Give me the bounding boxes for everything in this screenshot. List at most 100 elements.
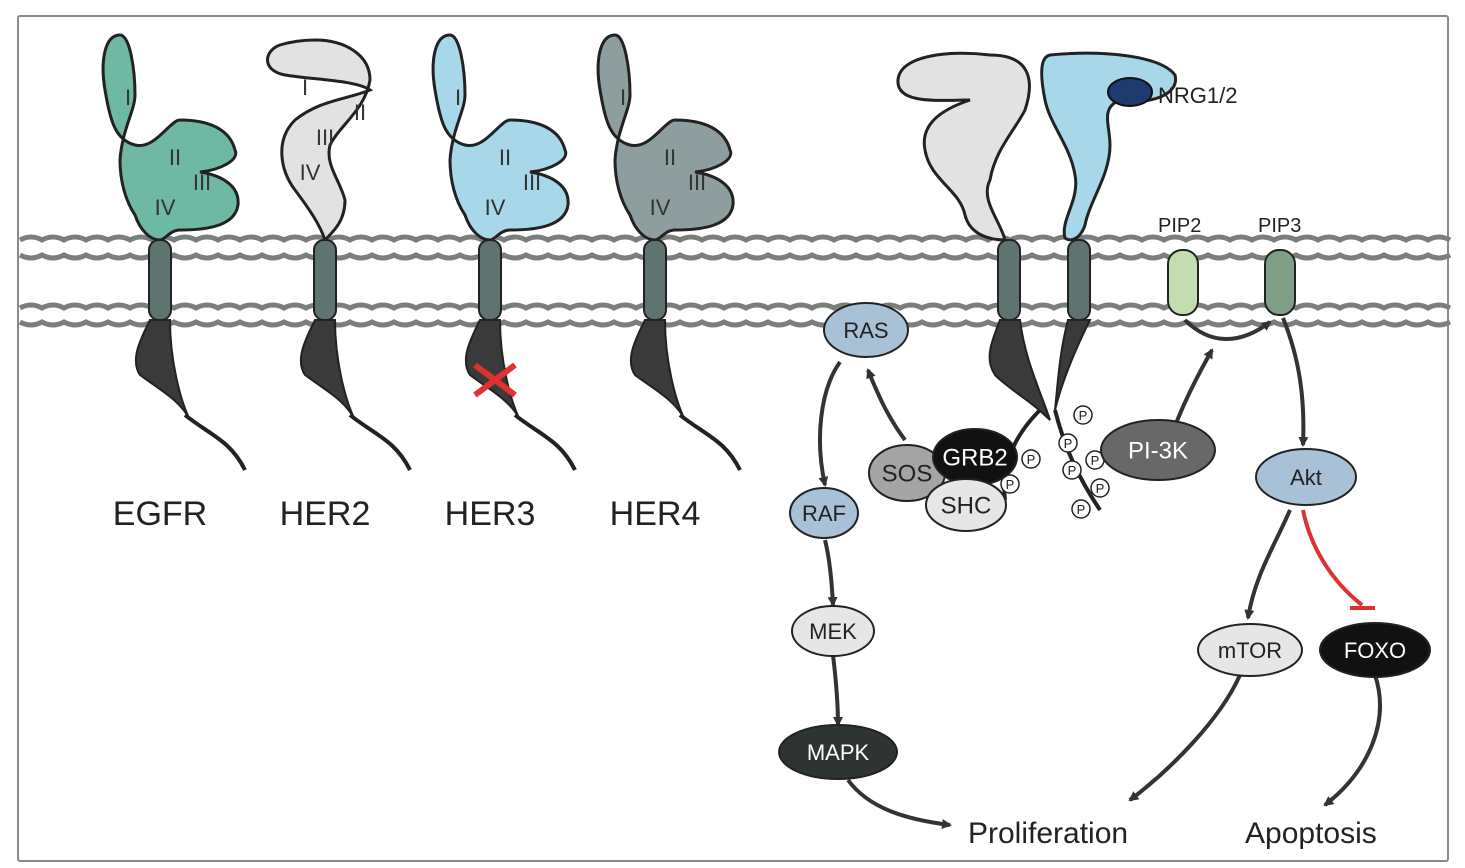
phosphate-marker: P: [1073, 405, 1093, 425]
domain-label: III: [193, 170, 211, 195]
node-shc-label: SHC: [941, 493, 992, 520]
cell-membrane: [18, 234, 1452, 328]
node-mtor-label: mTOR: [1218, 638, 1282, 663]
node-mek: MEK: [791, 605, 875, 657]
domain-label: III: [316, 125, 334, 150]
receptor-monomers: IIIIIIIVEGFRIIIIIIIVHER2IIIIIIIVHER3IIII…: [101, 33, 742, 533]
phosphate-marker: P: [1062, 460, 1082, 480]
arrow-sos-ras: [866, 368, 907, 442]
domain-label: I: [125, 85, 131, 110]
node-mapk-shape: [778, 724, 898, 780]
receptor-label: HER4: [610, 495, 701, 533]
transmembrane-segment: [478, 239, 502, 321]
node-grb2-label: GRB2: [942, 445, 1007, 472]
outcome-proliferation: Proliferation: [968, 817, 1128, 850]
arrow-raf-mek: [823, 539, 838, 607]
arrow-mapk-proliferation: [846, 778, 952, 829]
receptor-dimer: NRG1/2: [896, 51, 1237, 512]
phosphate-circle: [1058, 433, 1078, 453]
dimer-tm-right: [1067, 239, 1091, 321]
node-mapk: MAPK: [778, 724, 898, 780]
node-pi3k-shape: [1100, 419, 1216, 481]
domain-label: II: [169, 145, 181, 170]
c-terminal-tail: [348, 413, 412, 471]
domain-label: II: [354, 100, 366, 125]
dimer-her2-extracellular: [896, 51, 1031, 242]
domain-label: I: [620, 85, 626, 110]
arrow-pip3-akt: [1281, 317, 1309, 447]
phosphate-label: P: [1079, 408, 1088, 423]
kinase-domain: [134, 319, 191, 421]
node-mapk-label: MAPK: [807, 740, 870, 765]
phosphate-marker: P: [1085, 450, 1105, 470]
dimer-kinase-right: [1054, 319, 1092, 411]
domain-label: I: [302, 75, 308, 100]
akt-foxo-inhibition: [1301, 509, 1375, 610]
arrow-mtor-proliferation: [1128, 674, 1242, 802]
c-terminal-tail: [183, 413, 247, 471]
pip3-lipid: PIP3: [1258, 215, 1301, 316]
phosphate-label: P: [1091, 453, 1100, 468]
node-sos: SOS: [868, 444, 946, 502]
pip3-shape: [1264, 249, 1296, 316]
pathway-arrows: [818, 317, 1382, 829]
domain-label: IV: [485, 195, 506, 220]
pip3-label: PIP3: [1258, 215, 1301, 237]
phosphate-label: P: [1077, 502, 1086, 517]
arrow-akt-mtor: [1244, 509, 1292, 620]
phosphate-marker: P: [1058, 433, 1078, 453]
transmembrane-segment: [313, 239, 337, 321]
arrow-foxo-apoptosis: [1323, 674, 1382, 807]
dimer-her3-extracellular: [1040, 51, 1177, 242]
domain-label: II: [499, 145, 511, 170]
phosphate-label: P: [1027, 452, 1036, 467]
c-terminal-tail: [513, 413, 577, 471]
transmembrane-segment: [643, 239, 667, 321]
receptor-extracellular-domain: [101, 33, 240, 242]
kinase-domain: [299, 319, 356, 421]
arrow-ras-raf: [818, 360, 842, 487]
node-akt: Akt: [1255, 448, 1357, 506]
membrane-inner-bottom: [18, 319, 1452, 328]
receptor-label: HER3: [445, 495, 536, 533]
node-raf: RAF: [789, 487, 859, 539]
pip2-lipid: PIP2: [1158, 215, 1201, 316]
phosphate-label: P: [1096, 481, 1105, 496]
pip2-label: PIP2: [1158, 215, 1201, 237]
domain-label: IV: [155, 195, 176, 220]
node-mtor: mTOR: [1197, 623, 1303, 677]
membrane-outer-bottom: [18, 252, 1452, 261]
dimer-tm-left: [997, 239, 1021, 321]
figure-frame: [17, 15, 1449, 862]
membrane-inner-top: [18, 302, 1452, 311]
phosphate-circle: [1062, 460, 1082, 480]
domain-label: II: [664, 145, 676, 170]
receptor-label: HER2: [280, 495, 371, 533]
node-akt-label: Akt: [1290, 465, 1322, 490]
phosphate-circle: [1071, 499, 1091, 519]
node-pi3k: PI-3K: [1100, 419, 1216, 481]
phosphate-circle: [1073, 405, 1093, 425]
membrane-outer-top: [18, 234, 1452, 243]
node-foxo-shape: [1319, 622, 1431, 678]
node-sos-label: SOS: [882, 461, 933, 488]
kinase-domain: [464, 319, 521, 421]
node-mek-label: MEK: [809, 619, 857, 644]
node-foxo-label: FOXO: [1344, 638, 1406, 663]
node-shc: SHC: [925, 478, 1007, 532]
phosphate-label: P: [1064, 436, 1073, 451]
receptor-extracellular-domain: [596, 33, 735, 242]
node-ras: RAS: [823, 302, 909, 358]
phosphate-circle: [1000, 474, 1020, 494]
receptor-extracellular-domain: [431, 33, 570, 242]
node-pi3k-label: PI-3K: [1128, 438, 1188, 465]
dimer-kinase-left: [988, 319, 1051, 421]
domain-label: III: [523, 170, 541, 195]
arrow-pip2-pip3: [1183, 318, 1272, 341]
domain-label: IV: [650, 195, 671, 220]
phosphate-circle: [1090, 478, 1110, 498]
